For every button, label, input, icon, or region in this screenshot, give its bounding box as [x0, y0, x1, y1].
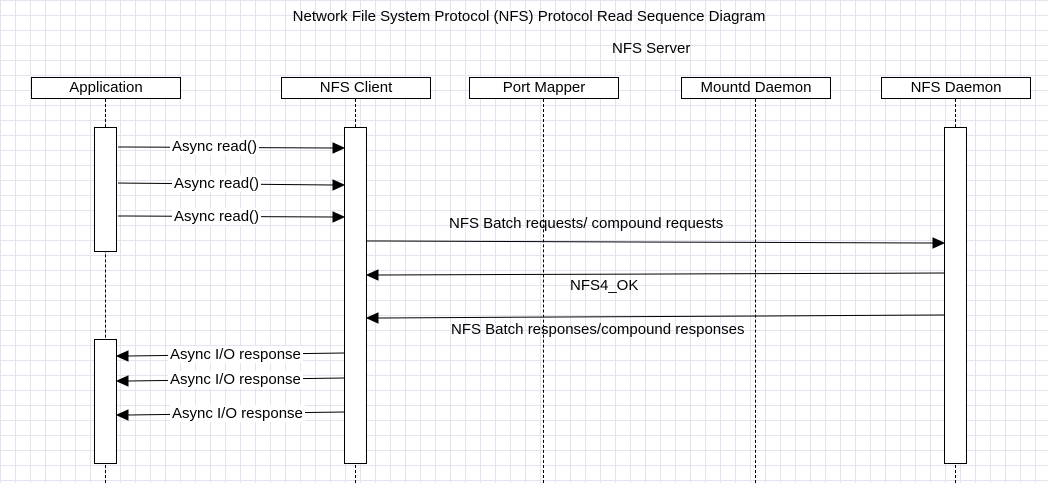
arrowhead-async-io-response-2 [115, 375, 129, 387]
arrow-nfs4-ok [377, 272, 945, 276]
arrow-nfs-batch-responses [377, 314, 945, 319]
participant-port-mapper[interactable]: Port Mapper [469, 77, 619, 99]
arrow-nfs-batch-requests [366, 240, 935, 244]
participant-nfs-daemon[interactable]: NFS Daemon [881, 77, 1031, 99]
participant-nfs-client[interactable]: NFS Client [281, 77, 431, 99]
message-label-async-read-1: Async read() [170, 138, 260, 155]
nfs-server-group-label: NFS Server [612, 40, 691, 57]
activation-nfs-client [344, 127, 367, 464]
message-label-async-read-2: Async read() [172, 175, 262, 192]
arrowhead-async-read-3 [332, 211, 346, 223]
lifeline-application [105, 99, 106, 483]
message-label-nfs-batch-responses: NFS Batch responses/compound responses [451, 321, 745, 338]
participant-application[interactable]: Application [31, 77, 181, 99]
arrowhead-async-io-response-1 [115, 350, 129, 362]
message-label-async-io-response-1: Async I/O response [168, 346, 303, 363]
arrowhead-async-io-response-3 [115, 409, 129, 421]
arrowhead-nfs-batch-responses [365, 312, 379, 324]
message-label-nfs4-ok: NFS4_OK [570, 277, 639, 294]
arrowhead-async-read-1 [332, 142, 346, 154]
arrowhead-async-read-2 [332, 179, 346, 191]
lifeline-port-mapper [543, 99, 544, 483]
message-label-async-io-response-3: Async I/O response [170, 405, 305, 422]
activation-nfs-daemon [944, 127, 967, 464]
lifeline-mountd-daemon [755, 99, 756, 483]
message-label-async-io-response-2: Async I/O response [168, 371, 303, 388]
diagram-title: Network File System Protocol (NFS) Proto… [292, 8, 766, 25]
arrowhead-nfs-batch-requests [932, 237, 946, 249]
participant-mountd-daemon[interactable]: Mountd Daemon [681, 77, 831, 99]
activation-application-2 [94, 339, 117, 464]
activation-application-1 [94, 127, 117, 252]
message-label-async-read-3: Async read() [172, 208, 262, 225]
arrowhead-nfs4-ok [365, 269, 379, 281]
message-label-nfs-batch-requests: NFS Batch requests/ compound requests [449, 215, 724, 232]
